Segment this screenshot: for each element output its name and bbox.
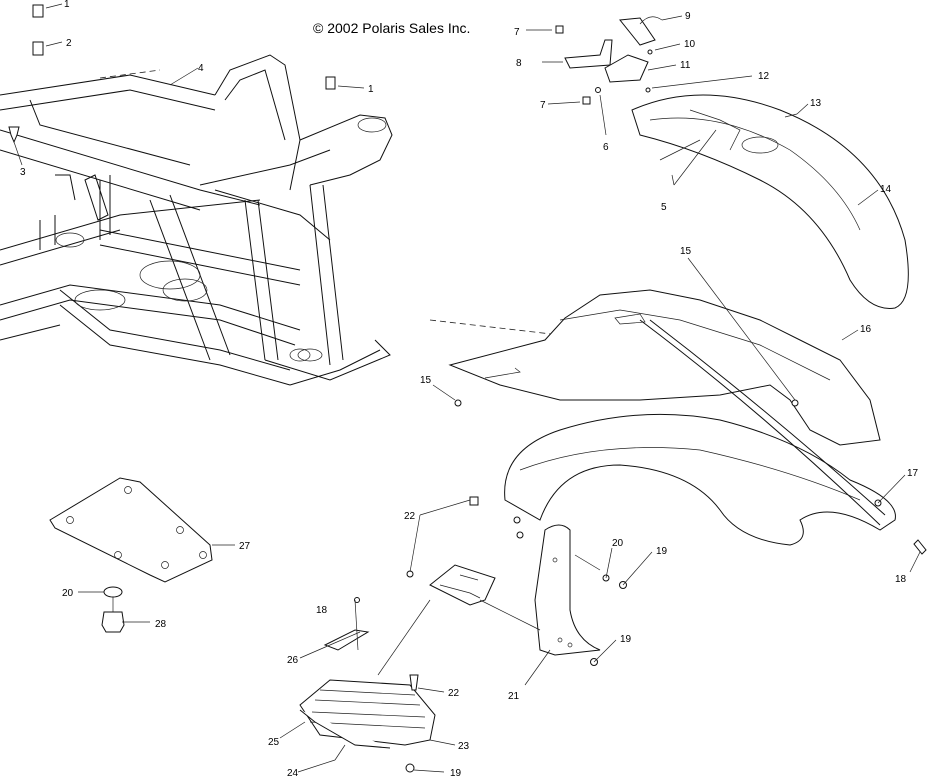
mud-flap-part-21 (534, 524, 601, 656)
copyright-text: © 2002 Polaris Sales Inc. (313, 20, 470, 36)
clip-part-1 (32, 4, 44, 18)
callout-1: 1 (64, 0, 70, 10)
callout-19c: 19 (450, 768, 462, 778)
nut-part-19 (405, 763, 415, 773)
callout-20: 20 (62, 588, 74, 599)
callout-6: 6 (603, 142, 609, 153)
callout-15: 15 (680, 246, 692, 257)
rear-fender-assembly (555, 16, 909, 309)
callout-18: 18 (895, 574, 907, 585)
callout-19: 19 (656, 546, 668, 557)
callout-1b: 1 (368, 84, 374, 95)
callout-20b: 20 (612, 538, 624, 549)
bracket-plate (429, 564, 496, 606)
front-fender-part-16 (448, 289, 881, 446)
hardware-top-left (8, 4, 336, 144)
callout-9: 9 (685, 11, 691, 22)
footrest-edge-part-25 (299, 709, 391, 749)
callout-14: 14 (880, 184, 892, 195)
footrest-bracket (429, 564, 496, 606)
callout-12: 12 (758, 71, 770, 82)
mud-flap-assembly (513, 516, 601, 656)
callout-2: 2 (66, 38, 72, 49)
bolt-part-18 (913, 539, 927, 555)
callout-13: 13 (810, 98, 822, 109)
callout-17: 17 (907, 468, 919, 479)
clip-part-2 (32, 41, 44, 56)
front-fender-skirt (504, 413, 896, 546)
clip-part-7 (555, 25, 564, 34)
bracket-part-8 (564, 39, 613, 69)
callout-7: 7 (514, 27, 520, 38)
front-fender-assembly (429, 289, 896, 546)
frame-assembly (0, 54, 393, 386)
callout-25: 25 (268, 737, 280, 748)
callout-8: 8 (516, 58, 522, 69)
callout-22: 22 (404, 511, 416, 522)
callout-24: 24 (287, 768, 299, 778)
clip-part-7b (582, 96, 591, 105)
callout-16: 16 (860, 324, 872, 335)
grommet-part-28 (101, 611, 125, 633)
washer-part-20 (103, 586, 123, 598)
callout-27: 27 (239, 541, 251, 552)
skid-plate-assembly (49, 477, 213, 633)
callout-5: 5 (661, 202, 667, 213)
bolt-part-22 (409, 674, 419, 691)
callout-11: 11 (680, 60, 691, 71)
callout-3: 3 (20, 167, 26, 178)
callout-22b: 22 (448, 688, 460, 699)
callout-21: 21 (508, 691, 520, 702)
rear-fender-part-14 (631, 94, 909, 309)
callout-15b: 15 (420, 375, 432, 386)
clip-part-1b (325, 76, 336, 90)
wire-part-9 (639, 16, 663, 25)
callout-4: 4 (198, 63, 204, 74)
callout-10: 10 (684, 39, 696, 50)
callout-26: 26 (287, 655, 299, 666)
callout-labels: 1 2 1 3 4 7 9 10 8 11 12 7 6 13 5 14 15 … (20, 0, 919, 778)
tail-light-part-11 (604, 54, 649, 83)
callout-19b: 19 (620, 634, 632, 645)
leader-lines (13, 3, 921, 773)
callout-7b: 7 (540, 100, 546, 111)
skid-plate-part-27 (49, 477, 213, 583)
bracket-part (619, 17, 656, 46)
bracket-part-26 (323, 629, 370, 651)
callout-28: 28 (155, 619, 167, 630)
push-rivet-part-3 (8, 126, 20, 144)
footrest-assembly (299, 597, 436, 773)
callout-23: 23 (458, 741, 470, 752)
callout-18b: 18 (316, 605, 328, 616)
